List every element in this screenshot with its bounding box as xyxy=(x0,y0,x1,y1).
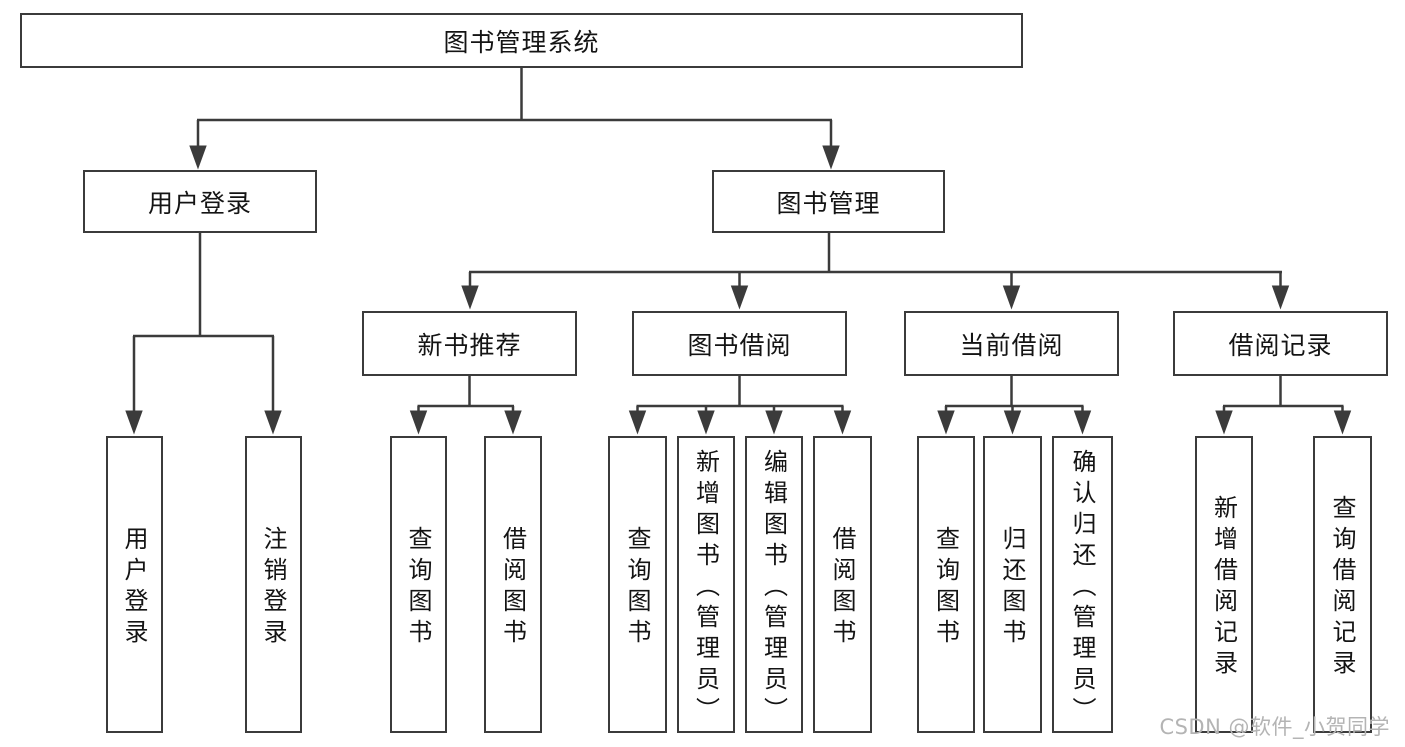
csdn-watermark: CSDN @软件_小贺同学 xyxy=(1159,715,1390,739)
leaf-query-books-borrow: 查询图书 xyxy=(608,436,667,733)
arrowheads-login-branch xyxy=(125,410,282,435)
leaf-label: 归还图书 xyxy=(998,526,1026,650)
leaf-query-borrow-record: 查询借阅记录 xyxy=(1313,436,1372,733)
node-current-borrow: 当前借阅 xyxy=(904,311,1119,376)
node-label: 用户登录 xyxy=(147,188,252,218)
node-book-management: 图书管理 xyxy=(712,170,945,233)
connector-login-branch xyxy=(132,233,275,415)
leaf-query-books-current: 查询图书 xyxy=(917,436,975,733)
leaf-label: 借阅图书 xyxy=(498,526,527,650)
leaf-label: 确认归还（管理员） xyxy=(1068,448,1096,728)
node-label: 图书借阅 xyxy=(687,330,792,360)
leaf-label: 查询图书 xyxy=(623,526,651,650)
leaf-query-books-recommend: 查询图书 xyxy=(390,436,447,733)
connector-borrow-branch xyxy=(636,376,844,415)
arrowheads-recommend-branch xyxy=(409,410,522,435)
node-book-borrow: 图书借阅 xyxy=(632,311,847,376)
leaf-label: 新增借阅记录 xyxy=(1209,495,1238,681)
leaf-edit-book-admin: 编辑图书（管理员） xyxy=(745,436,803,733)
leaf-label: 查询借阅记录 xyxy=(1328,495,1356,681)
leaf-confirm-return-admin: 确认归还（管理员） xyxy=(1052,436,1113,733)
leaf-label: 新增图书（管理员） xyxy=(691,448,720,728)
leaf-label: 查询图书 xyxy=(931,526,960,650)
connector-recommend-branch xyxy=(417,376,515,415)
node-library-management-system: 图书管理系统 xyxy=(20,13,1023,68)
connector-records-branch xyxy=(1222,376,1344,415)
leaf-user-login: 用户登录 xyxy=(106,436,163,733)
node-label: 图书管理系统 xyxy=(443,27,600,57)
leaf-label: 用户登录 xyxy=(120,526,148,650)
arrowheads-borrow-branch xyxy=(628,410,852,435)
connector-root-to-level2 xyxy=(196,68,833,150)
node-new-book-recommend: 新书推荐 xyxy=(362,311,577,376)
arrowheads-level3 xyxy=(461,285,1290,310)
node-user-login: 用户登录 xyxy=(83,170,317,233)
node-label: 新书推荐 xyxy=(417,330,522,360)
leaf-borrow-books-borrow: 借阅图书 xyxy=(813,436,872,733)
node-borrow-records: 借阅记录 xyxy=(1173,311,1388,376)
node-label: 当前借阅 xyxy=(959,330,1064,360)
leaf-label: 注销登录 xyxy=(259,526,287,650)
leaf-label: 查询图书 xyxy=(404,526,432,650)
leaf-borrow-books-recommend: 借阅图书 xyxy=(484,436,542,733)
leaf-label: 编辑图书（管理员） xyxy=(759,448,788,728)
leaf-return-book: 归还图书 xyxy=(983,436,1042,733)
connector-management-to-level3 xyxy=(468,233,1282,290)
leaf-logout: 注销登录 xyxy=(245,436,302,733)
leaf-label: 借阅图书 xyxy=(828,526,856,650)
node-label: 图书管理 xyxy=(776,188,881,218)
arrowheads-level2 xyxy=(189,145,840,170)
arrowheads-records-branch xyxy=(1215,410,1352,435)
leaf-add-borrow-record: 新增借阅记录 xyxy=(1195,436,1253,733)
node-label: 借阅记录 xyxy=(1228,330,1333,360)
arrowheads-current-branch xyxy=(937,410,1092,435)
leaf-add-book-admin: 新增图书（管理员） xyxy=(677,436,735,733)
connector-current-branch xyxy=(944,376,1084,415)
